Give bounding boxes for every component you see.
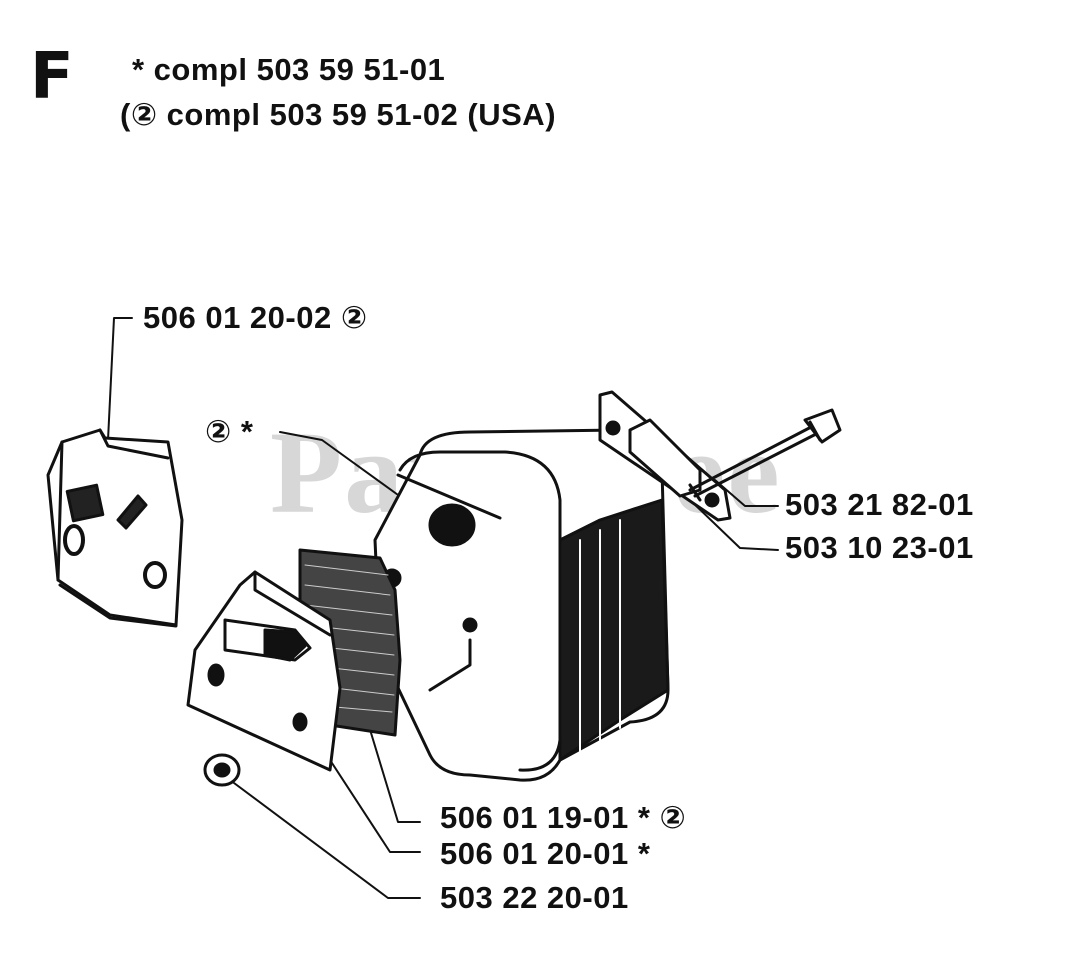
muffler-body-drawing: [373, 428, 670, 782]
leader-muffler-body: [279, 431, 406, 501]
callout-gasket: 503 10 23-01: [785, 530, 974, 565]
deflector-drawing: [186, 570, 342, 772]
callout-spark-screen: 506 01 19-01 * ②: [440, 800, 687, 835]
leader-cover-plate: [107, 317, 133, 441]
callout-deflector: 506 01 20-01 *: [440, 836, 651, 871]
cover-plate-drawing: [46, 428, 184, 628]
callout-cover-plate: 506 01 20-02 ②: [143, 300, 368, 335]
callout-muffler-body: ② *: [205, 414, 254, 449]
leader-lines: [107, 317, 779, 899]
header-complete-set-usa: (② compl 503 59 51-02 (USA): [120, 97, 557, 132]
screw-drawing: [688, 408, 842, 502]
section-letter: F: [30, 40, 74, 114]
callout-screw: 503 21 82-01: [785, 487, 974, 522]
nut-drawing: [203, 753, 241, 787]
leader-nut: [229, 779, 421, 899]
header-complete-set: * compl 503 59 51-01: [132, 52, 446, 87]
gasket-drawing: [598, 390, 732, 522]
leader-gasket: [689, 499, 779, 551]
callout-nut: 503 22 20-01: [440, 880, 629, 915]
leader-deflector: [329, 759, 421, 853]
